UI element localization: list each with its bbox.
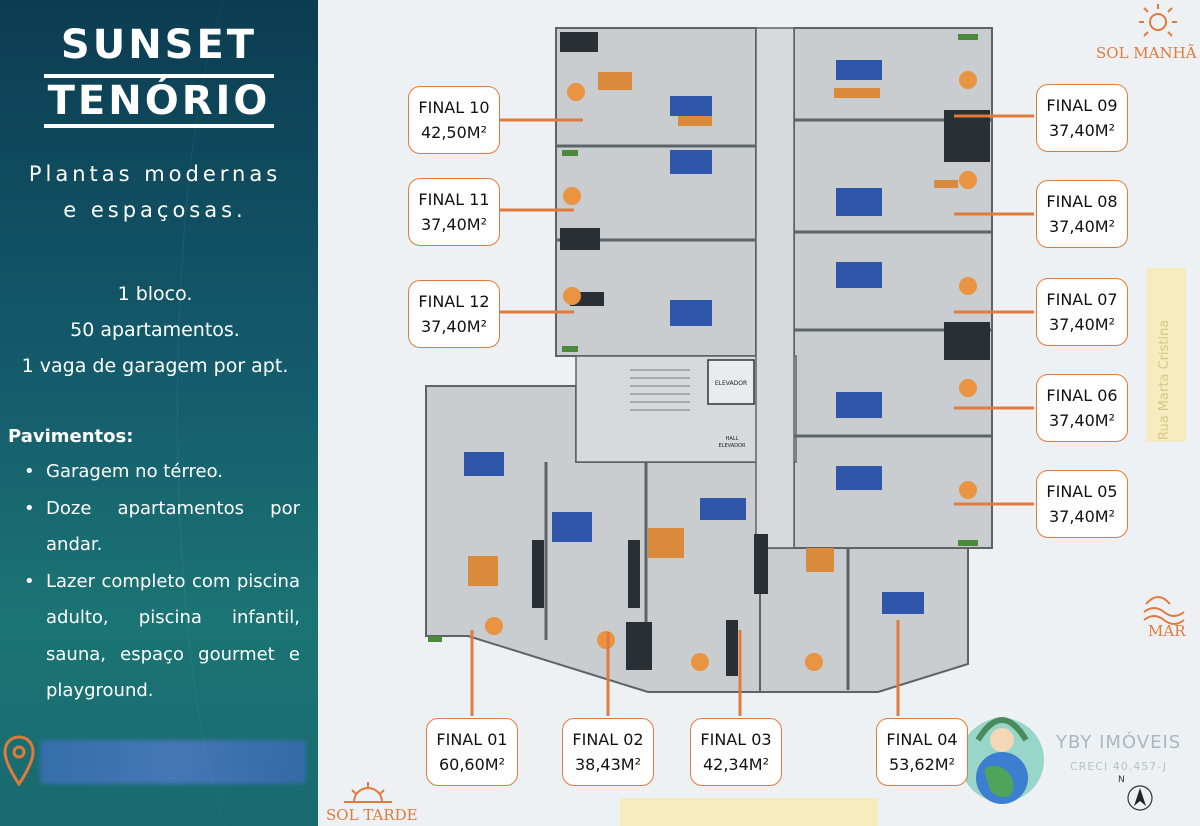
unit-name: FINAL 03 bbox=[700, 730, 772, 749]
brand-line-2-text: TENÓRIO bbox=[43, 74, 275, 128]
pavimentos-heading: Pavimentos: bbox=[8, 426, 134, 447]
unit-label-final-07: FINAL 07 37,40M² bbox=[1036, 278, 1128, 346]
north-arrow-icon: N bbox=[1118, 775, 1153, 811]
street-vertical bbox=[1146, 268, 1186, 442]
sol-manha-label: SOL MANHÃ bbox=[1096, 44, 1197, 62]
mar-label: MAR bbox=[1148, 622, 1186, 640]
unit-name: FINAL 07 bbox=[1046, 290, 1118, 309]
agency-creci: CRECI 40.457-J bbox=[1070, 760, 1168, 773]
tagline-line-1: Plantas modernas bbox=[28, 162, 282, 186]
unit-name: FINAL 10 bbox=[418, 98, 490, 117]
list-item: Garagem no térreo. bbox=[18, 454, 300, 491]
hall-label: HALL bbox=[726, 436, 739, 442]
vertical-corridor bbox=[755, 27, 795, 549]
unit-label-final-10: FINAL 10 42,50M² bbox=[408, 86, 500, 154]
unit-label-final-12: FINAL 12 37,40M² bbox=[408, 280, 500, 348]
unit-name: FINAL 06 bbox=[1046, 386, 1118, 405]
unit-area: 37,40M² bbox=[1048, 411, 1116, 430]
unit-name: FINAL 09 bbox=[1046, 96, 1118, 115]
sol-tarde-icon bbox=[344, 782, 392, 803]
unit-label-final-04: FINAL 04 53,62M² bbox=[876, 718, 968, 786]
unit-name: FINAL 02 bbox=[572, 730, 644, 749]
unit-area: 42,34M² bbox=[702, 755, 770, 774]
hall-sub-label: ELEVADOR bbox=[719, 443, 746, 449]
list-item: Lazer completo com piscina adulto, pisci… bbox=[18, 564, 300, 710]
fact-apartments: 50 apartamentos. bbox=[70, 319, 240, 341]
stairs bbox=[630, 369, 690, 411]
floor-plan: Rua Marta Cristina ELEVADOR HALL ELEVADO… bbox=[318, 0, 1200, 826]
floor-plan-drawing: Rua Marta Cristina ELEVADOR HALL ELEVADO… bbox=[344, 4, 1185, 811]
tower-left-block bbox=[555, 27, 757, 357]
sol-tarde-label: SOL TARDE bbox=[326, 806, 418, 824]
lower-right-block bbox=[759, 547, 969, 693]
unit-label-final-01: FINAL 01 60,60M² bbox=[426, 718, 518, 786]
unit-name: FINAL 11 bbox=[418, 190, 490, 209]
unit-area: 37,40M² bbox=[420, 317, 488, 336]
unit-name: FINAL 01 bbox=[436, 730, 508, 749]
agency-name: YBY IMÓVEIS bbox=[1056, 732, 1182, 753]
unit-area: 53,62M² bbox=[888, 755, 956, 774]
street-label: Rua Marta Cristina bbox=[1157, 320, 1172, 440]
tagline: Plantas modernas e espaçosas. bbox=[0, 156, 310, 228]
unit-label-final-05: FINAL 05 37,40M² bbox=[1036, 470, 1128, 538]
unit-label-final-08: FINAL 08 37,40M² bbox=[1036, 180, 1128, 248]
brand-line-2: TENÓRIO bbox=[18, 74, 300, 128]
pavimentos-list: Garagem no térreo. Doze apartamentos por… bbox=[18, 454, 300, 710]
waves-icon bbox=[1143, 596, 1185, 625]
unit-area: 37,40M² bbox=[420, 215, 488, 234]
fact-blocks: 1 bloco. bbox=[117, 283, 193, 305]
address-redacted bbox=[40, 740, 306, 784]
unit-label-final-09: FINAL 09 37,40M² bbox=[1036, 84, 1128, 152]
unit-label-final-11: FINAL 11 37,40M² bbox=[408, 178, 500, 246]
unit-area: 42,50M² bbox=[420, 123, 488, 142]
location-pin-icon bbox=[3, 735, 35, 787]
tagline-line-2: e espaçosas. bbox=[63, 198, 247, 222]
list-item: Doze apartamentos por andar. bbox=[18, 491, 300, 564]
unit-area: 37,40M² bbox=[1048, 121, 1116, 140]
unit-area: 38,43M² bbox=[574, 755, 642, 774]
unit-name: FINAL 04 bbox=[886, 730, 958, 749]
unit-name: FINAL 05 bbox=[1046, 482, 1118, 501]
unit-area: 60,60M² bbox=[438, 755, 506, 774]
unit-area: 37,40M² bbox=[1048, 217, 1116, 236]
brand-line-1: SUNSET bbox=[60, 22, 258, 68]
unit-label-final-02: FINAL 02 38,43M² bbox=[562, 718, 654, 786]
unit-area: 37,40M² bbox=[1048, 315, 1116, 334]
north-label: N bbox=[1118, 775, 1125, 785]
unit-name: FINAL 12 bbox=[418, 292, 490, 311]
street-horizontal bbox=[620, 798, 878, 826]
sol-manha-icon bbox=[1139, 4, 1177, 37]
unit-label-final-06: FINAL 06 37,40M² bbox=[1036, 374, 1128, 442]
facts: 1 bloco. 50 apartamentos. 1 vaga de gara… bbox=[0, 276, 310, 384]
elevator-box bbox=[707, 359, 755, 405]
agency-logo-icon bbox=[960, 717, 1044, 804]
unit-label-final-03: FINAL 03 42,34M² bbox=[690, 718, 782, 786]
info-panel: SUNSET TENÓRIO Plantas modernas e espaço… bbox=[0, 0, 318, 826]
unit-area: 37,40M² bbox=[1048, 507, 1116, 526]
unit-name: FINAL 08 bbox=[1046, 192, 1118, 211]
elevator-label: ELEVADOR bbox=[715, 380, 747, 387]
fact-parking: 1 vaga de garagem por apt. bbox=[21, 355, 289, 377]
